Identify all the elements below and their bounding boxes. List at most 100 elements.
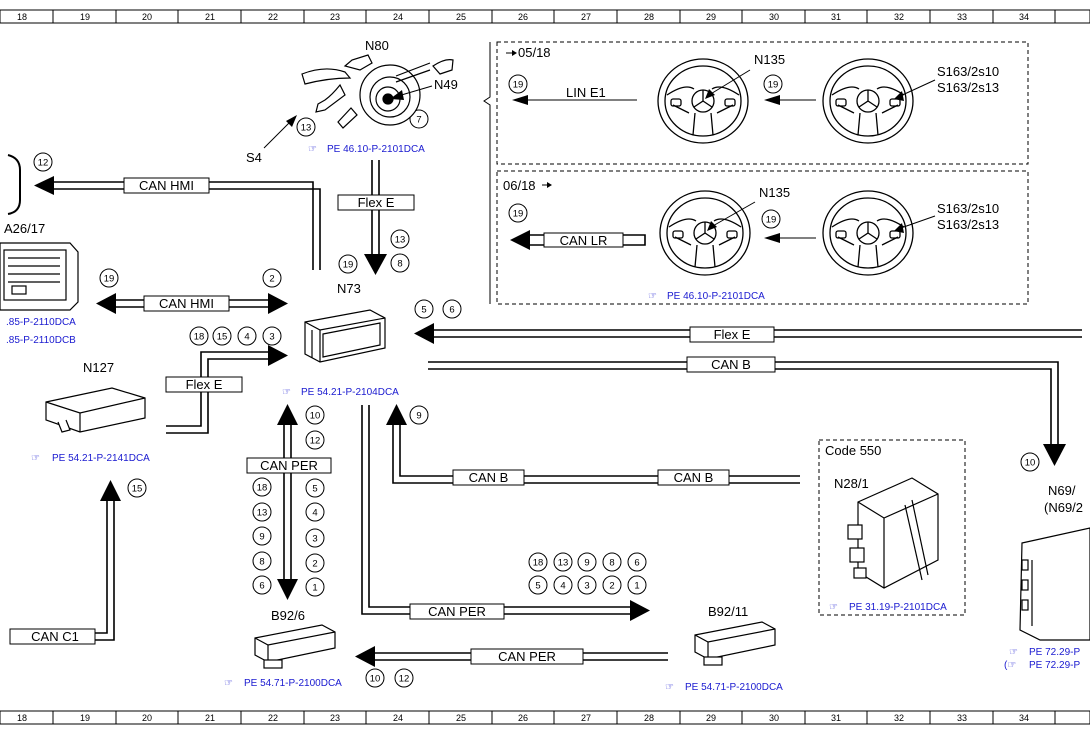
bus-label-can-hmi-mid: CAN HMI bbox=[143, 295, 230, 312]
b92-11-sensor bbox=[694, 621, 776, 666]
svg-text:CAN HMI: CAN HMI bbox=[139, 178, 194, 193]
arrow-can-per-left bbox=[355, 646, 375, 667]
bus-label-can-hmi-top: CAN HMI bbox=[123, 177, 210, 194]
ruler-number: 33 bbox=[957, 713, 967, 723]
ref-link-pe-46-10-v0[interactable]: ☞ PE 46.10-P-2101DCA bbox=[308, 144, 425, 155]
svg-text:13: 13 bbox=[301, 123, 312, 134]
steering-wheel-s163-v1 bbox=[822, 58, 914, 144]
svg-text:CAN PER: CAN PER bbox=[260, 458, 318, 473]
ruler-number: 31 bbox=[831, 12, 841, 22]
arrow-can-c1-up bbox=[100, 480, 121, 501]
svg-text:13: 13 bbox=[395, 235, 406, 246]
b92-6-sensor bbox=[254, 624, 336, 669]
pin-circle: 2 bbox=[602, 575, 622, 595]
pin-circle: 5 bbox=[305, 478, 325, 498]
svg-text:9: 9 bbox=[416, 411, 421, 422]
pin-circle: 9 bbox=[409, 405, 429, 425]
arrow-can-b-up bbox=[386, 404, 407, 425]
pin-circle: 2 bbox=[262, 268, 282, 288]
svg-text:☞: ☞ bbox=[665, 682, 674, 693]
n69-unit bbox=[1019, 527, 1090, 641]
svg-text:19: 19 bbox=[766, 215, 777, 226]
variant-label-05-18: 05/18 bbox=[506, 45, 551, 60]
ref-link-85-2110dcb[interactable]: .85-P-2110DCB bbox=[6, 335, 76, 346]
ruler-number: 32 bbox=[894, 713, 904, 723]
svg-text:Flex E: Flex E bbox=[358, 195, 395, 210]
ruler-number: 21 bbox=[205, 12, 215, 22]
pin-circle: 10 bbox=[365, 668, 385, 688]
svg-text:☞: ☞ bbox=[648, 291, 657, 302]
svg-text:19: 19 bbox=[513, 80, 524, 91]
pin-circle: 7 bbox=[409, 109, 429, 129]
svg-text:CAN PER: CAN PER bbox=[498, 649, 556, 664]
pin-circle: 10 bbox=[305, 405, 325, 425]
arrow-can-per-down bbox=[277, 579, 298, 600]
svg-text:1: 1 bbox=[312, 583, 317, 594]
svg-text:☞: ☞ bbox=[224, 678, 233, 689]
pin-circle: 4 bbox=[237, 326, 257, 346]
pin-circle: 13 bbox=[296, 117, 316, 137]
svg-text:Flex E: Flex E bbox=[186, 377, 223, 392]
ref-link-pe-72-29-b[interactable]: (☞ PE 72.29-P bbox=[1004, 660, 1080, 671]
pin-circle: 10 bbox=[1020, 452, 1040, 472]
n127-module bbox=[45, 387, 146, 433]
svg-text:CAN B: CAN B bbox=[469, 470, 509, 485]
arrow-can-hmi-mid-right bbox=[268, 293, 288, 314]
pin-circle: 6 bbox=[252, 575, 272, 595]
ref-link-pe-54-21-2141[interactable]: ☞ PE 54.21-P-2141DCA bbox=[31, 453, 150, 464]
pin-circle: 6 bbox=[627, 552, 647, 572]
ruler-number: 30 bbox=[769, 713, 779, 723]
ruler-number: 33 bbox=[957, 12, 967, 22]
svg-text:19: 19 bbox=[104, 274, 115, 285]
pin-circle: 13 bbox=[390, 229, 410, 249]
svg-text:PE 54.71-P-2100DCA: PE 54.71-P-2100DCA bbox=[685, 682, 783, 693]
ruler-number: 29 bbox=[706, 12, 716, 22]
svg-text:3: 3 bbox=[269, 332, 274, 343]
steering-wheel-s163-v2 bbox=[822, 190, 914, 276]
pin-circle: 1 bbox=[305, 577, 325, 597]
ref-link-pe-54-71-b92-11[interactable]: ☞ PE 54.71-P-2100DCA bbox=[665, 682, 783, 693]
ref-link-pe-31-19[interactable]: ☞ PE 31.19-P-2101DCA bbox=[829, 602, 947, 613]
svg-text:6: 6 bbox=[259, 581, 264, 592]
arrow-can-hmi-left bbox=[34, 176, 54, 195]
pin-circle: 19 bbox=[763, 74, 783, 94]
wire-can-hmi-top bbox=[50, 181, 314, 270]
ref-link-pe-72-29-a[interactable]: ☞ PE 72.29-P bbox=[1009, 647, 1080, 658]
ref-link-85-2110dca[interactable]: .85-P-2110DCA bbox=[6, 317, 76, 328]
label-s163-2s13-v1: S163/2s13 bbox=[937, 80, 999, 95]
ruler-number: 31 bbox=[831, 713, 841, 723]
ref-link-pe-54-21-2104[interactable]: ☞ PE 54.21-P-2104DCA bbox=[282, 387, 399, 398]
ruler-number: 27 bbox=[581, 12, 591, 22]
arrow-flex-e-left-in bbox=[268, 345, 288, 366]
ruler-number: 29 bbox=[706, 713, 716, 723]
wire-can-per-vertical bbox=[283, 425, 292, 580]
label-s163-2s10-v1: S163/2s10 bbox=[937, 64, 999, 79]
ref-link-pe-46-10-v2[interactable]: ☞ PE 46.10-P-2101DCA bbox=[648, 291, 765, 302]
svg-text:☞: ☞ bbox=[282, 387, 291, 398]
bus-label-can-c1: CAN C1 bbox=[9, 628, 96, 645]
pin-circle: 12 bbox=[33, 152, 53, 172]
label-n80: N80 bbox=[365, 38, 389, 53]
ref-link-pe-54-71-b92-6[interactable]: ☞ PE 54.71-P-2100DCA bbox=[224, 678, 342, 689]
pin-circle: 13 bbox=[252, 502, 272, 522]
svg-text:PE 46.10-P-2101DCA: PE 46.10-P-2101DCA bbox=[327, 144, 425, 155]
steering-wheel-n135-v2 bbox=[659, 190, 751, 276]
bus-label-flex-e-vertical: Flex E bbox=[337, 194, 415, 211]
left-edge-component bbox=[7, 154, 21, 215]
pin-circle: 9 bbox=[252, 526, 272, 546]
ruler-number: 25 bbox=[456, 12, 466, 22]
svg-text:CAN HMI: CAN HMI bbox=[159, 296, 214, 311]
svg-text:Flex E: Flex E bbox=[714, 327, 751, 342]
bus-label-can-b-low1: CAN B bbox=[452, 469, 525, 486]
svg-text:18: 18 bbox=[533, 558, 544, 569]
ruler-number: 28 bbox=[644, 713, 654, 723]
pin-circle: 18 bbox=[189, 326, 209, 346]
svg-text:2: 2 bbox=[269, 274, 274, 285]
pin-circle: 8 bbox=[390, 253, 410, 273]
label-n69: N69/ bbox=[1048, 483, 1076, 498]
svg-text:PE 54.71-P-2100DCA: PE 54.71-P-2100DCA bbox=[244, 678, 342, 689]
ruler-number: 26 bbox=[518, 713, 528, 723]
